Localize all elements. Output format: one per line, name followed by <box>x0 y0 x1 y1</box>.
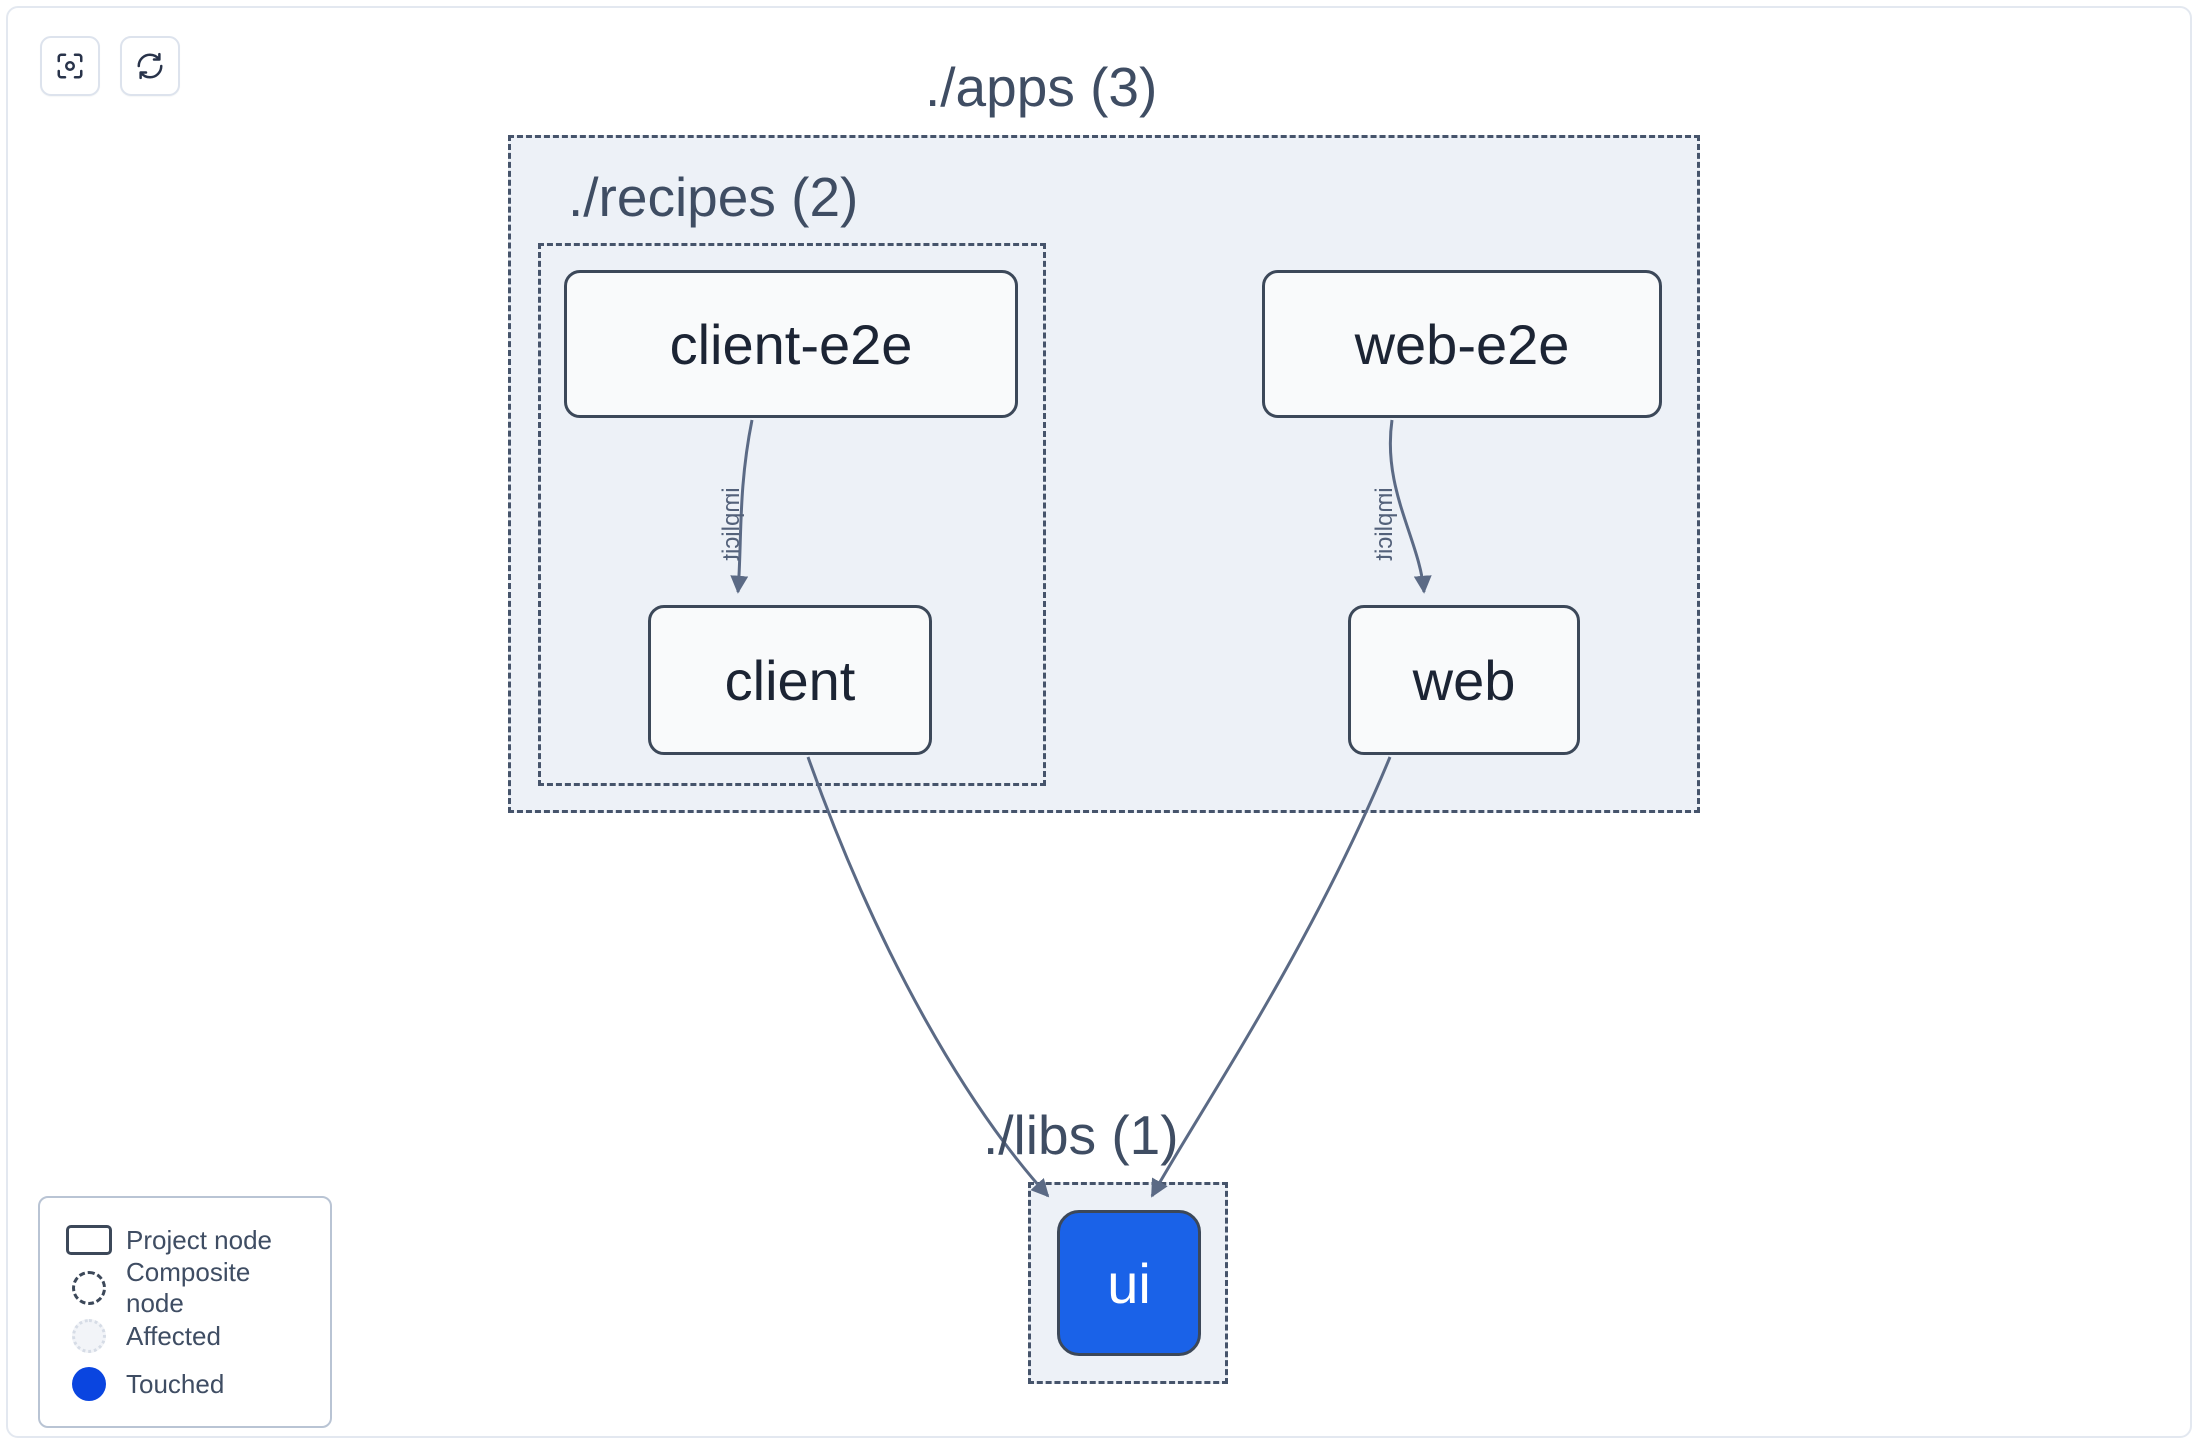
project-node-client-e2e[interactable]: client-e2e <box>564 270 1018 418</box>
touched-swatch <box>60 1367 118 1401</box>
project-node-ui[interactable]: ui <box>1057 1210 1201 1356</box>
project-node-web-e2e[interactable]: web-e2e <box>1262 270 1662 418</box>
graph-toolbar <box>40 36 180 96</box>
legend-item-touched: Touched <box>60 1360 310 1408</box>
project-node-swatch <box>60 1225 118 1255</box>
legend-item-affected: Affected <box>60 1312 310 1360</box>
project-node-web[interactable]: web <box>1348 605 1580 755</box>
affected-swatch <box>60 1319 118 1353</box>
group-label-libs: ./libs (1) <box>983 1104 1179 1166</box>
legend-item-composite-node: Composite node <box>60 1257 310 1318</box>
edge-web-to-ui <box>1150 756 1392 1198</box>
composite-node-swatch <box>60 1271 118 1305</box>
focus-graph-button[interactable] <box>40 36 100 96</box>
graph-legend: Project node Composite node Affected Tou… <box>38 1196 332 1428</box>
legend-label-touched: Touched <box>126 1368 225 1399</box>
group-label-recipes: ./recipes (2) <box>568 166 859 228</box>
edge-label-client-e2e-implicit: implicit <box>718 487 745 561</box>
project-node-client[interactable]: client <box>648 605 932 755</box>
legend-label-composite-node: Composite node <box>126 1257 251 1318</box>
legend-label-project-node: Project node <box>126 1224 272 1255</box>
edge-label-web-e2e-implicit: implicit <box>1371 487 1398 561</box>
legend-item-project-node: Project node <box>60 1216 310 1264</box>
refresh-graph-button[interactable] <box>120 36 180 96</box>
group-label-apps: ./apps (3) <box>925 56 1158 118</box>
refresh-sync-icon <box>135 51 165 81</box>
focus-target-icon <box>55 51 85 81</box>
legend-label-affected: Affected <box>126 1320 221 1351</box>
